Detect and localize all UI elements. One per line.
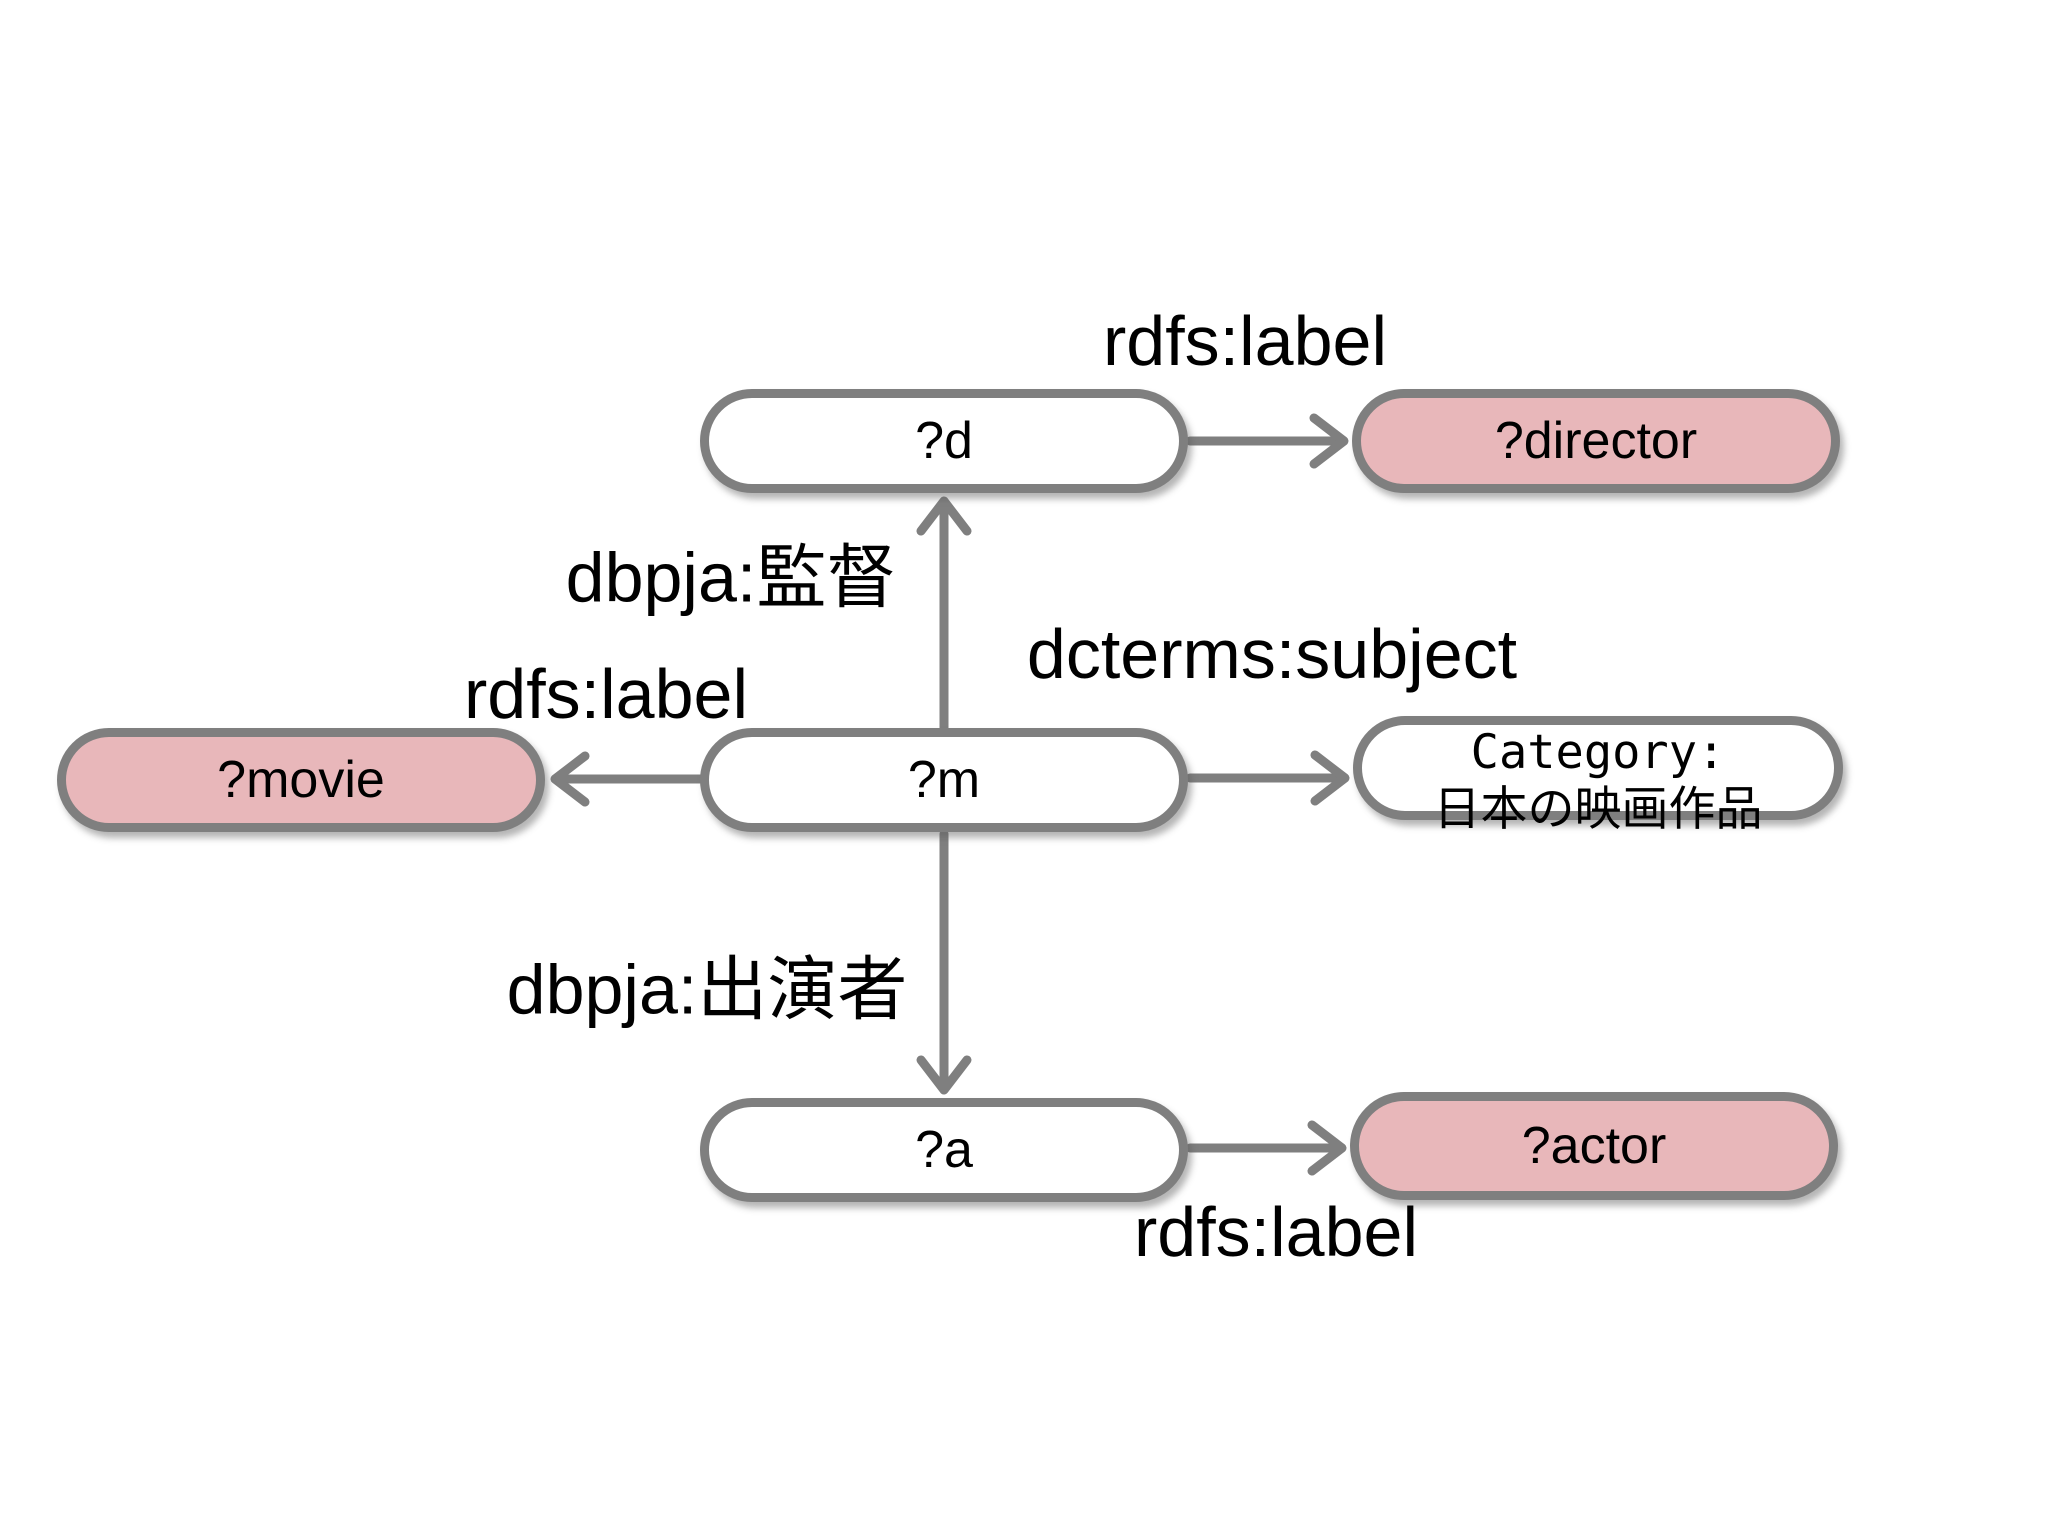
edge-label-rdfs-label-left: rdfs:label bbox=[463, 655, 749, 733]
edge-label-rdfs-label-top: rdfs:label bbox=[1102, 302, 1388, 380]
node-variable-actor-label: ?actor bbox=[1521, 1117, 1667, 1175]
node-variable-movie: ?movie bbox=[57, 728, 545, 832]
node-category-line2: 日本の映画作品 bbox=[1433, 782, 1763, 837]
node-variable-movie-label: ?movie bbox=[217, 751, 385, 809]
node-variable-a-label: ?a bbox=[915, 1121, 973, 1179]
edge-label-dbpja-performer: dbpja:出演者 bbox=[506, 950, 908, 1029]
node-variable-actor: ?actor bbox=[1350, 1092, 1838, 1200]
node-variable-d: ?d bbox=[700, 389, 1188, 493]
node-category-line1: Category: bbox=[1470, 724, 1726, 780]
node-variable-director-label: ?director bbox=[1494, 412, 1698, 470]
node-variable-a: ?a bbox=[700, 1098, 1188, 1202]
edge-label-rdfs-label-bottom: rdfs:label bbox=[1133, 1193, 1419, 1271]
node-variable-m-label: ?m bbox=[907, 751, 981, 809]
node-variable-d-label: ?d bbox=[915, 412, 973, 470]
node-variable-m: ?m bbox=[700, 728, 1188, 832]
edge-label-dcterms-subject: dcterms:subject bbox=[1026, 615, 1518, 693]
node-variable-director: ?director bbox=[1352, 389, 1840, 493]
edge-label-dbpja-director: dbpja:監督 bbox=[565, 538, 897, 617]
node-category-japanese-films: Category: 日本の映画作品 bbox=[1353, 716, 1843, 837]
